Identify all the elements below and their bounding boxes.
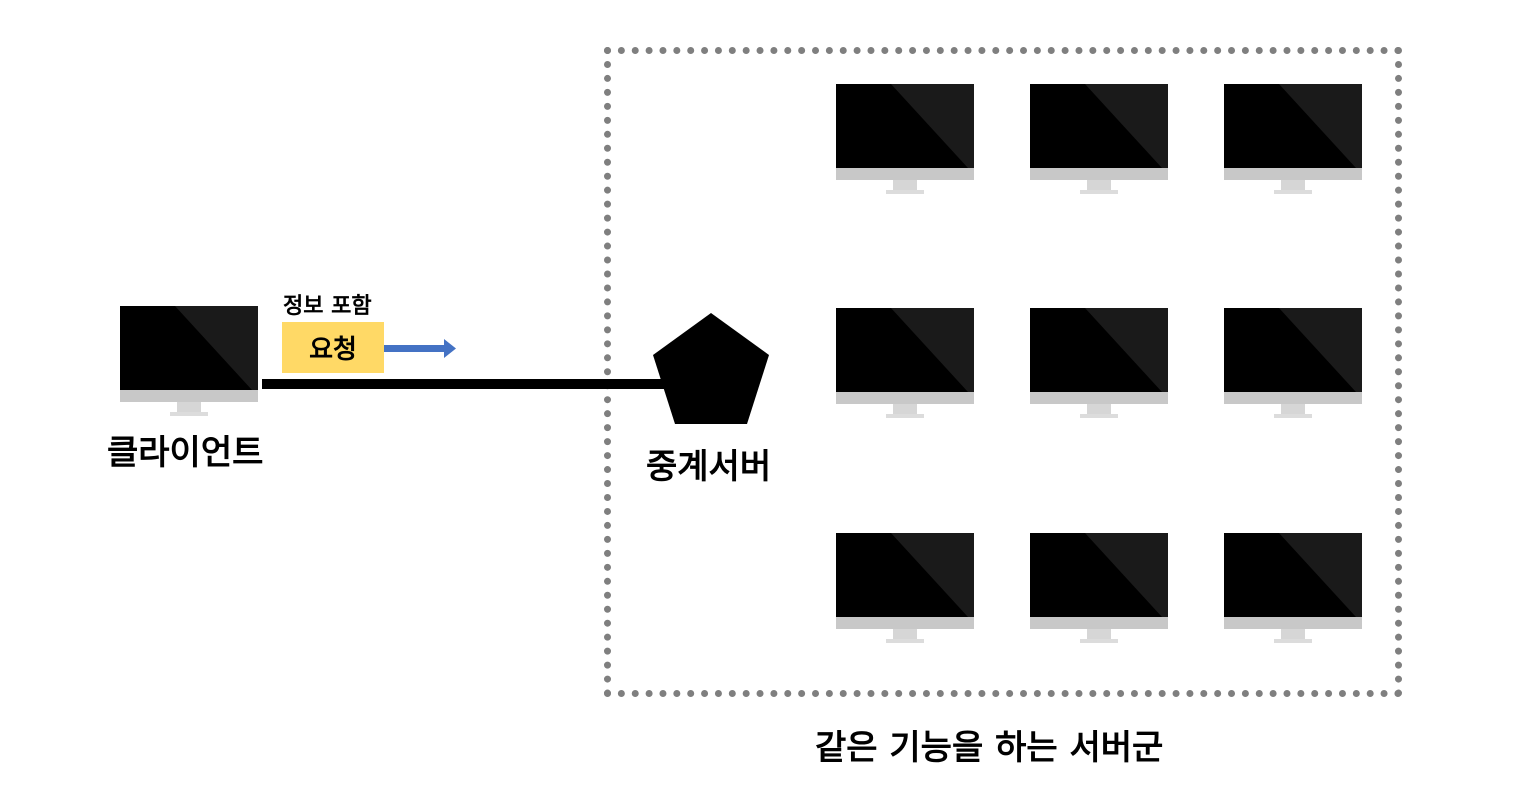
server-monitor-icon [1224,533,1362,643]
server-monitor-icon [836,308,974,418]
relay-server-label: 중계서버 [646,447,772,487]
request-info-label: 정보 포함 [283,294,372,319]
server-monitor-icon [836,533,974,643]
server-monitor-icon [1030,308,1168,418]
arrow-right-icon [384,339,456,358]
connection-line [262,379,680,389]
server-group-label: 같은 기능을 하는 서버군 [815,728,1164,768]
relay-server-pentagon-icon [653,313,769,424]
server-monitor-icon [1030,84,1168,194]
request-badge: 요청 [282,322,384,373]
server-monitor-icon [1030,533,1168,643]
client-monitor-icon [120,306,258,416]
client-label: 클라이언트 [107,433,264,473]
server-monitor-icon [1224,84,1362,194]
server-monitor-icon [836,84,974,194]
server-group-boundary [604,47,1402,697]
server-monitor-icon [1224,308,1362,418]
